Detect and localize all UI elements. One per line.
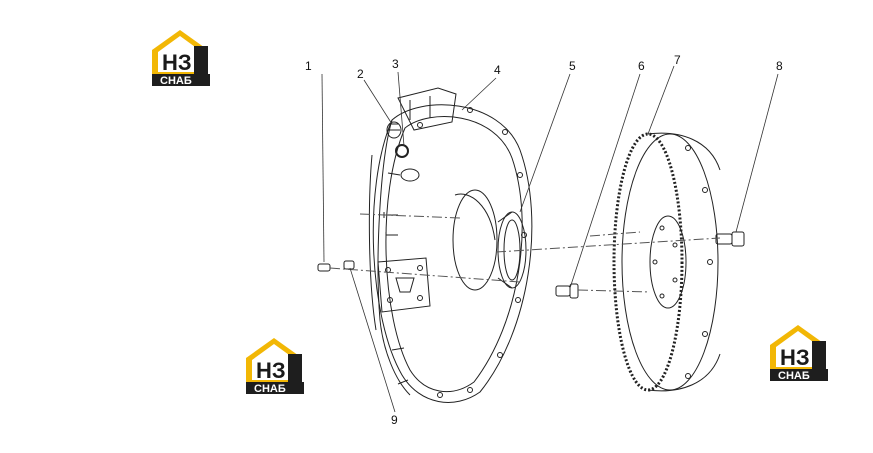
flywheel (612, 132, 721, 392)
callout-6: 6 (638, 59, 645, 73)
logo-mark: НЗ (256, 358, 286, 383)
callout-5: 5 (569, 59, 576, 73)
dowel-pin-1 (317, 263, 331, 272)
logo-mark: НЗ (162, 50, 192, 75)
callout-8: 8 (776, 59, 783, 73)
callout-3: 3 (392, 57, 399, 71)
logo-word: СНАБ (160, 75, 192, 87)
brand-logo-bottom-left: НЗ СНАБ (246, 338, 304, 395)
callout-9: 9 (391, 413, 398, 427)
breather-plug (386, 121, 402, 139)
logo-word: СНАБ (254, 383, 286, 395)
callout-2: 2 (357, 67, 364, 81)
callouts: 1 2 3 4 5 6 7 8 9 (305, 53, 783, 427)
oil-seal (497, 211, 527, 289)
dowel-pin-9 (343, 260, 355, 270)
logo-word: СНАБ (778, 370, 810, 382)
brand-logo-right: НЗ СНАБ (770, 325, 828, 382)
callout-7: 7 (674, 53, 681, 67)
o-ring (395, 144, 409, 158)
callout-4: 4 (494, 63, 501, 77)
logo-mark: НЗ (780, 345, 810, 370)
flywheel-bolt (555, 283, 579, 299)
brand-logo-top-left: НЗ СНАБ (152, 30, 210, 87)
flywheel-housing (368, 87, 533, 403)
stud-bolt (715, 231, 745, 247)
callout-1: 1 (305, 59, 312, 73)
